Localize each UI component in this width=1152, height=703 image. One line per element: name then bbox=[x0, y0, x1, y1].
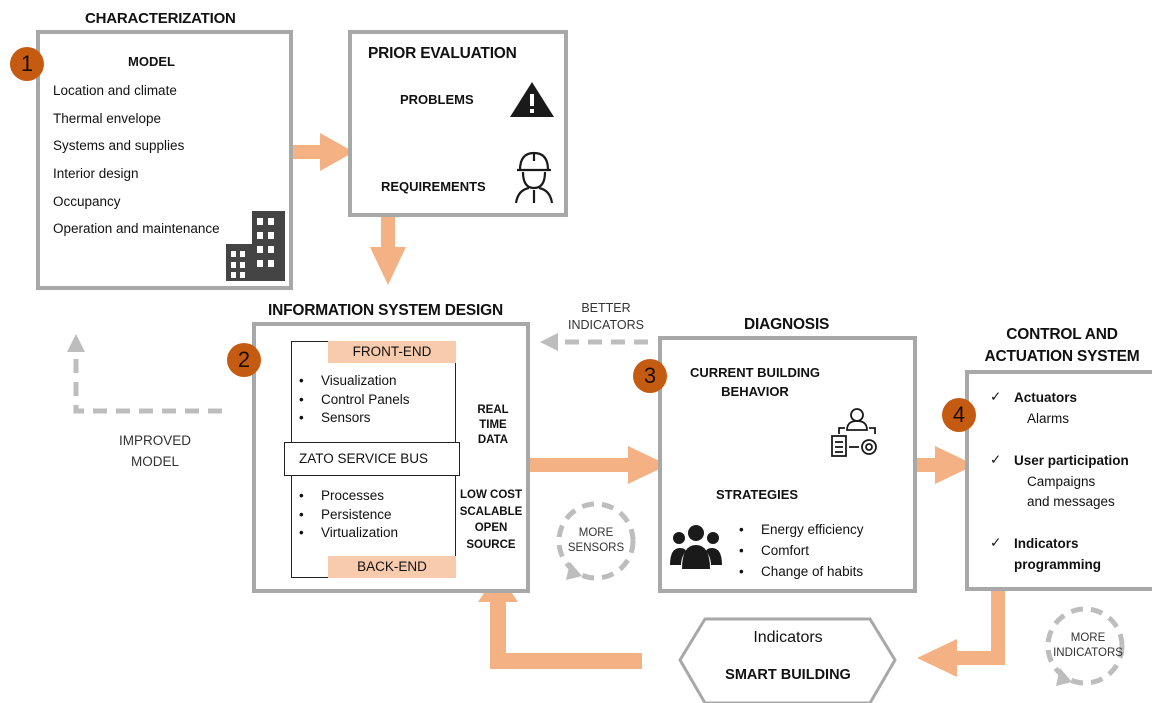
arrow-control-to-smartbuilding bbox=[917, 585, 1005, 677]
engineer-icon bbox=[514, 151, 554, 204]
current-behavior-line: CURRENT BUILDING bbox=[690, 365, 820, 380]
actuators-sub: Alarms bbox=[1027, 411, 1070, 426]
indicators-programming-sub: programming bbox=[1014, 557, 1102, 572]
user-participation-label: User participation bbox=[1014, 453, 1129, 468]
model-item: Occupancy bbox=[53, 194, 121, 209]
improved-model-label: IMPROVED MODEL bbox=[100, 430, 210, 472]
step-badge-4: 4 bbox=[942, 398, 976, 432]
model-item: Thermal envelope bbox=[53, 111, 162, 126]
front-end-list: Visualization Control Panels Sensors bbox=[293, 372, 410, 428]
more-sensors-label: MORE SENSORS bbox=[560, 526, 632, 556]
realtime-line: DATA bbox=[477, 434, 509, 446]
info-system-title: INFORMATION SYSTEM DESIGN bbox=[268, 302, 503, 319]
cycle-more-sensors-icon bbox=[556, 501, 636, 581]
model-item: Location and climate bbox=[53, 83, 177, 98]
strategies-list: Energy efficiency Comfort Change of habi… bbox=[733, 519, 864, 582]
check-icon: ✓ bbox=[990, 389, 1002, 404]
smart-building-indicators: Indicators bbox=[753, 629, 823, 646]
dashed-arrow-better-indicators bbox=[540, 333, 648, 351]
control-title-line: CONTROL AND bbox=[1006, 326, 1118, 343]
analyst-icon bbox=[831, 408, 877, 457]
more-sensors-line: SENSORS bbox=[567, 542, 625, 554]
service-bus: ZATO SERVICE BUS bbox=[284, 442, 460, 476]
arrow-infosystem-to-diagnosis bbox=[520, 446, 668, 484]
building-icon bbox=[226, 211, 285, 281]
lowcost-line: OPEN bbox=[474, 522, 508, 534]
model-item: Interior design bbox=[53, 166, 139, 181]
lowcost-line: SOURCE bbox=[466, 538, 516, 551]
lowcost-line: LOW COST bbox=[460, 489, 522, 501]
improved-model-line: IMPROVED bbox=[118, 433, 191, 448]
front-end-label: FRONT-END bbox=[328, 341, 456, 363]
control-box bbox=[965, 370, 1152, 591]
arrow-prior-to-infosystem bbox=[370, 207, 406, 285]
current-behavior-line: BEHAVIOR bbox=[721, 384, 789, 399]
user-participation-sub: and messages bbox=[1027, 494, 1115, 509]
front-end-item: Visualization bbox=[293, 372, 410, 391]
current-behavior-label: CURRENT BUILDING BEHAVIOR bbox=[680, 363, 830, 401]
strategies-label: STRATEGIES bbox=[716, 487, 799, 502]
strategy-item: Change of habits bbox=[733, 561, 864, 582]
strategy-item: Comfort bbox=[733, 540, 864, 561]
model-item: Operation and maintenance bbox=[53, 221, 220, 236]
back-end-item: Persistence bbox=[293, 506, 398, 525]
diagnosis-title: DIAGNOSIS bbox=[744, 316, 830, 333]
back-end-item: Virtualization bbox=[293, 524, 398, 543]
more-indicators-label: MORE INDICATORS bbox=[1050, 631, 1126, 661]
smart-building-label: SMART BUILDING bbox=[725, 667, 851, 683]
step-badge-1: 1 bbox=[10, 47, 44, 81]
prior-evaluation-box bbox=[348, 30, 568, 217]
better-indicators-line: INDICATORS bbox=[568, 318, 644, 332]
more-indicators-line: INDICATORS bbox=[1053, 647, 1123, 659]
actuators-label: Actuators bbox=[1014, 390, 1078, 405]
group-icon bbox=[670, 525, 722, 569]
strategy-item: Energy efficiency bbox=[733, 519, 864, 540]
better-indicators-line: BETTER bbox=[581, 301, 631, 315]
prior-evaluation-title: PRIOR EVALUATION bbox=[368, 45, 517, 62]
arrow-smartbuilding-to-infosystem bbox=[478, 572, 642, 669]
check-icon: ✓ bbox=[990, 452, 1002, 467]
smart-building-hexagon bbox=[678, 617, 897, 703]
step-badge-3: 3 bbox=[633, 359, 667, 393]
more-sensors-line: MORE bbox=[578, 527, 614, 539]
realtime-data-label: REAL TIME DATA bbox=[468, 403, 518, 448]
dashed-arrow-improved-model bbox=[73, 350, 222, 414]
back-end-label: BACK-END bbox=[328, 556, 456, 578]
better-indicators-label: BETTER INDICATORS bbox=[564, 300, 648, 334]
check-icon: ✓ bbox=[990, 535, 1002, 550]
cycle-more-indicators-icon bbox=[1045, 606, 1125, 686]
characterization-title: CHARACTERIZATION bbox=[85, 10, 236, 27]
indicators-programming-label: Indicators bbox=[1014, 536, 1079, 551]
control-title-line: ACTUATION SYSTEM bbox=[984, 348, 1140, 365]
user-participation-sub: Campaigns bbox=[1027, 474, 1096, 489]
improved-model-line: MODEL bbox=[130, 454, 179, 469]
problems-label: PROBLEMS bbox=[400, 92, 474, 107]
lowcost-label: LOW COST SCALABLE OPEN SOURCE bbox=[458, 487, 524, 553]
front-end-item: Control Panels bbox=[293, 391, 410, 410]
dashed-arrow-head bbox=[67, 334, 85, 352]
model-item: Systems and supplies bbox=[53, 138, 185, 153]
front-end-item: Sensors bbox=[293, 409, 410, 428]
requirements-label: REQUIREMENTS bbox=[381, 179, 486, 194]
lowcost-line: SCALABLE bbox=[459, 505, 523, 518]
model-label: MODEL bbox=[128, 54, 175, 69]
back-end-list: Processes Persistence Virtualization bbox=[293, 487, 398, 543]
warning-icon bbox=[510, 82, 554, 117]
realtime-line: REAL bbox=[477, 404, 509, 416]
control-title: CONTROL AND ACTUATION SYSTEM bbox=[972, 324, 1152, 368]
back-end-item: Processes bbox=[293, 487, 398, 506]
more-indicators-line: MORE bbox=[1070, 632, 1106, 644]
step-badge-2: 2 bbox=[227, 343, 261, 377]
realtime-line: TIME bbox=[479, 419, 507, 431]
